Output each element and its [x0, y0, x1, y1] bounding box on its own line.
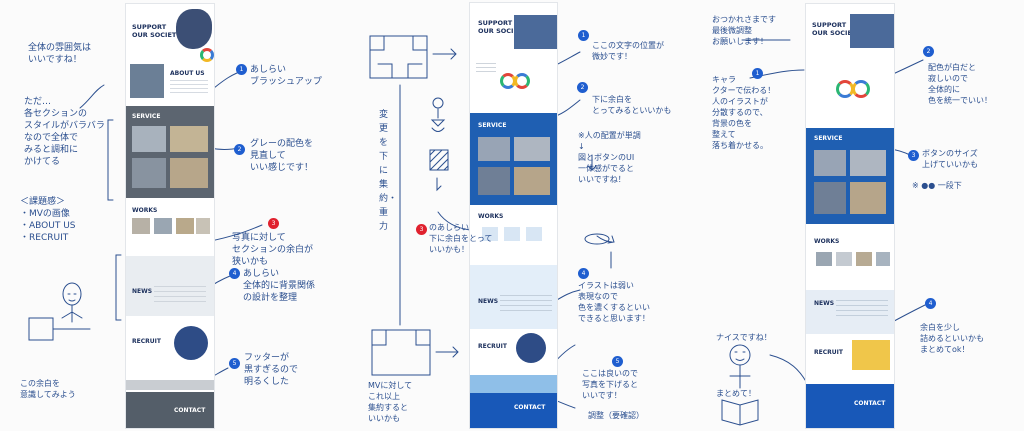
note-c2-mv: MVに対して これ以上 集約すると いいかも	[368, 381, 413, 423]
note-c3-right-c: ※ ●● 一段下	[912, 181, 962, 190]
contact-section-2	[470, 393, 557, 428]
note-c3-top: おつかれさまです 最後微調整 お願いします！	[712, 15, 776, 46]
recruit-title-3: RECRUIT	[814, 349, 843, 356]
pin-c2-2[interactable]: 2	[577, 82, 588, 93]
note-c1-about: あしらい ブラッシュアップ	[250, 65, 322, 87]
note-c2-illust: イラストは弱い 表現なので 色を濃くするといい できると思います！	[578, 281, 650, 323]
sketch-arrow-right-2	[435, 346, 459, 358]
contact-title-2: CONTACT	[514, 404, 546, 411]
note-c3-left: キャラ クターで伝わる！ 人のイラストが 分散するので、 背景の色を 整えて 落…	[712, 75, 776, 150]
doodle-head	[62, 282, 82, 306]
pin-c3-2[interactable]: 2	[923, 46, 934, 57]
service-title-2: SERVICE	[478, 122, 507, 129]
contact-section	[126, 392, 214, 428]
service-title-3: SERVICE	[814, 135, 843, 142]
contact-title-3: CONTACT	[854, 400, 886, 407]
doodle-book	[721, 399, 759, 426]
mockup-col2: SUPPORT OUR SOCIETY SERVICE WORKS NEWS R…	[470, 3, 557, 428]
note-c2-arrow: ※人の配置が単調 ↓ 図とボタンのUI 一体感がでると いいですね！	[578, 131, 641, 184]
pin-c3-1[interactable]: 1	[752, 68, 763, 79]
note-c2-mid: 下に余白を とってみるといいかも	[592, 95, 672, 115]
news-title: NEWS	[132, 288, 153, 295]
doodle-box	[28, 317, 54, 341]
sketch-arrow-right-1	[432, 48, 457, 60]
note-c1-margin: この余白を 意識してみよう	[20, 379, 76, 399]
note-c3-right-a: 配色が白だと 寂しいので 全体的に 色を統一でいい！	[928, 63, 992, 105]
pin-c3-4[interactable]: 4	[925, 298, 936, 309]
note-c2-tail: 調整（要確認）	[588, 411, 644, 420]
note-c3-nice: ナイスですね！	[716, 333, 772, 342]
mockup-col1: SUPPORT OUR SOCIETY ABOUT US SERVICE WOR…	[126, 4, 214, 428]
note-c1-service: グレーの配色を 見直して いい感じです！	[250, 139, 314, 173]
pin-c3-3[interactable]: 3	[908, 150, 919, 161]
sketch-mv-bottom	[371, 329, 431, 376]
news-title-2: NEWS	[478, 298, 499, 305]
hero-title: SUPPORT OUR SOCIETY	[132, 23, 182, 39]
note-c2-gravity: 変更を下に集約・重力	[379, 110, 398, 232]
sketch-hatch	[429, 149, 449, 171]
pin-c2-red[interactable]: 3	[416, 224, 427, 235]
note-c1-works: 写真に対して セクションの余白が 狭いかも	[232, 233, 314, 267]
note-c3-right-b: ボタンのサイズ 上げていいかも	[922, 149, 978, 169]
service-title: SERVICE	[132, 113, 161, 120]
arrow-1	[79, 84, 105, 109]
news-title-3: NEWS	[814, 300, 835, 307]
contact-section-3	[806, 384, 894, 428]
bracket-right	[115, 254, 122, 321]
works-title: WORKS	[132, 207, 158, 214]
bracket-left	[107, 119, 114, 201]
sketch-mv	[369, 35, 428, 79]
note-c2-top: ここの文字の位置が 微妙です！	[592, 41, 664, 61]
note-c1-footer: フッターが 黒すぎるので 明るくした	[244, 353, 299, 387]
recruit-title: RECRUIT	[132, 338, 161, 345]
contact-title: CONTACT	[174, 407, 206, 414]
hero-image	[176, 9, 212, 49]
hero-title-2: SUPPORT OUR SOCIETY	[478, 19, 528, 35]
pin-1[interactable]: 1	[236, 64, 247, 75]
about-photo	[130, 64, 164, 98]
note-c3-bottom: 余白を少し 詰めるといいかも まとめてok！	[920, 323, 984, 354]
note-c2-red: のあしらい 下に余白をとって いいかも！	[429, 223, 493, 254]
pin-2[interactable]: 2	[234, 144, 245, 155]
recruit-title-2: RECRUIT	[478, 343, 507, 350]
note-c1-news: あしらい 全体的に背景関係 の設計を整理	[243, 269, 316, 303]
note-c1-styles: ただ… 各セクションの スタイルがバラバラ なので全体で みると調和に かけてる	[24, 97, 105, 167]
pin-c2-1[interactable]: 1	[578, 30, 589, 41]
pin-5[interactable]: 5	[229, 358, 240, 369]
pin-3[interactable]: 3	[268, 218, 279, 229]
note-c1-overall: 全体の雰囲気は いいですね！	[28, 43, 92, 65]
pin-c2-4[interactable]: 4	[578, 268, 589, 279]
works-title-3: WORKS	[814, 238, 840, 245]
note-c3-sum: まとめて！	[716, 389, 756, 398]
about-title: ABOUT US	[170, 70, 205, 77]
hero-title-3: SUPPORT OUR SOCIETY	[812, 21, 862, 37]
mockup-col3: SUPPORT OUR SOCIETY SERVICE WORKS NEWS R…	[806, 4, 894, 428]
note-c1-issues: ＜課題感＞ ・MVの画像 ・ABOUT US ・RECRUIT	[20, 197, 76, 243]
pin-c2-5[interactable]: 5	[612, 356, 623, 367]
note-c2-bottom: ここは良いので 写真を下げると いいです！	[582, 369, 638, 400]
works-title-2: WORKS	[478, 213, 504, 220]
pin-4[interactable]: 4	[229, 268, 240, 279]
